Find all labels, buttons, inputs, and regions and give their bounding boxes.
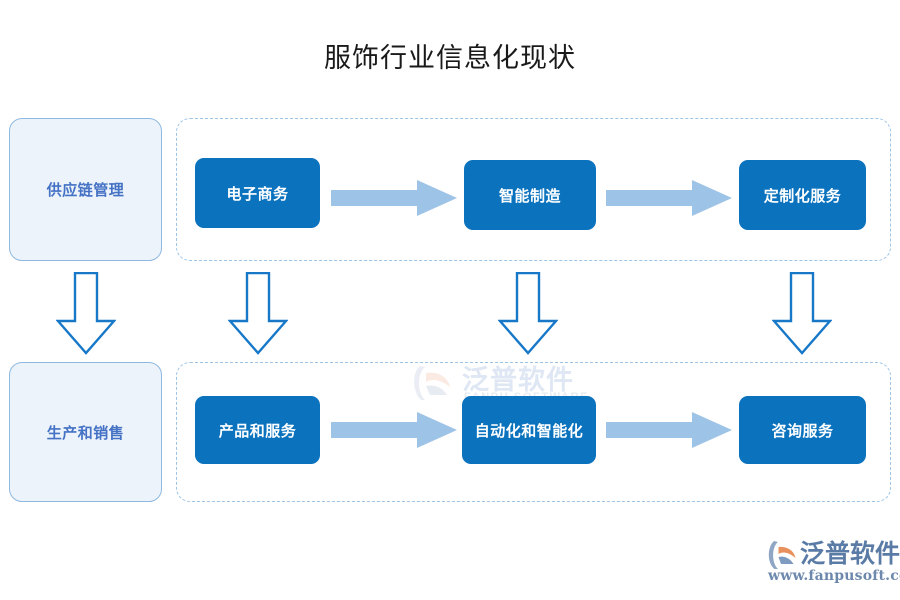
step-box-e-commerce[interactable]: 电子商务 [195,158,320,228]
category-label: 供应链管理 [46,181,125,199]
right-arrow-icon [606,412,732,448]
right-arrow-icon [606,180,732,216]
category-box-supply-chain-management[interactable]: 供应链管理 [9,118,162,261]
category-label: 生产和销售 [46,423,125,442]
group-container-production-sales [176,362,891,502]
step-box-consulting-service[interactable]: 咨询服务 [739,396,866,464]
down-arrow-outline-icon [56,272,116,355]
down-arrow-outline-icon [772,272,832,355]
step-box-automation-and-intelligence[interactable]: 自动化和智能化 [462,396,596,464]
page-title: 服饰行业信息化现状 [324,43,576,74]
step-label: 产品和服务 [218,421,297,440]
category-box-production-and-sales[interactable]: 生产和销售 [9,362,162,502]
right-arrow-icon [331,180,457,216]
right-arrow-icon [331,412,457,448]
step-label: 定制化服务 [763,186,842,205]
brand-logo-name: 泛普软件 [800,539,900,568]
step-label: 咨询服务 [771,421,834,440]
down-arrow-outline-icon [228,272,288,355]
fanpu-logo-icon [768,541,796,569]
step-box-products-and-services[interactable]: 产品和服务 [195,396,320,464]
down-arrow-outline-icon [498,272,558,355]
step-box-smart-manufacturing[interactable]: 智能制造 [464,160,596,230]
brand-logo-url: www.fanpusoft.com [768,568,900,584]
step-label: 智能制造 [498,186,561,205]
step-box-customized-service[interactable]: 定制化服务 [739,160,866,230]
brand-logo: 泛普软件 www.fanpusoft.com [766,534,900,592]
step-label: 自动化和智能化 [474,421,584,440]
step-label: 电子商务 [226,184,289,203]
group-container-supply-chain [176,118,891,261]
